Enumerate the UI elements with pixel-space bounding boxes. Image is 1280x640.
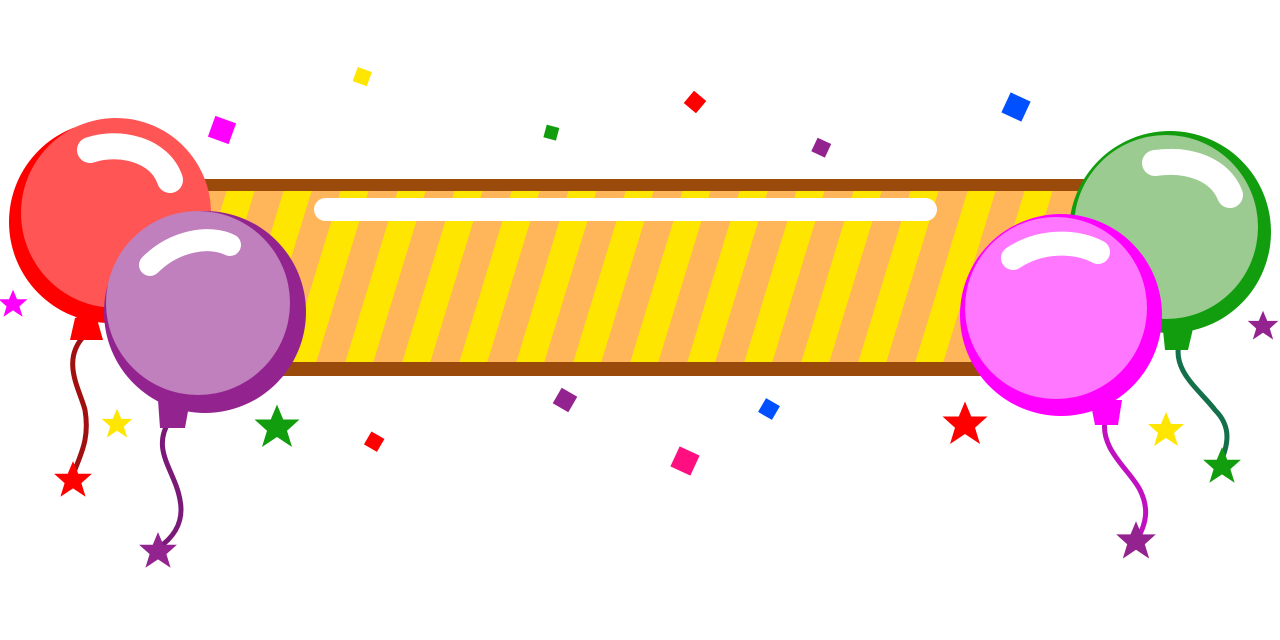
confetti-piece — [543, 124, 560, 141]
star-icon — [254, 404, 300, 447]
star-icon — [0, 289, 28, 317]
balloon-strings — [70, 332, 1230, 551]
stars — [0, 289, 1279, 568]
purple-balloon-string — [155, 417, 184, 551]
confetti-piece — [352, 67, 372, 87]
star-icon — [1148, 412, 1184, 446]
purple-balloon — [104, 211, 306, 428]
pink-balloon — [960, 214, 1162, 425]
confetti-piece — [683, 90, 707, 114]
star-icon — [942, 401, 988, 444]
confetti-piece — [811, 137, 832, 158]
banner-highlight — [314, 198, 937, 221]
green-balloon-string — [1175, 337, 1230, 468]
confetti-piece — [670, 446, 700, 476]
confetti-piece — [552, 387, 578, 413]
confetti — [207, 67, 1031, 476]
banner — [190, 179, 1090, 376]
confetti-piece — [1001, 92, 1031, 122]
star-icon — [1203, 447, 1241, 483]
red-balloon-string — [70, 332, 89, 478]
confetti-piece — [207, 115, 237, 145]
star-icon — [1247, 310, 1279, 340]
confetti-piece — [363, 431, 385, 452]
star-icon — [1116, 521, 1156, 559]
star-icon — [101, 408, 133, 438]
pink-balloon-string — [1101, 417, 1149, 541]
star-icon — [139, 532, 177, 568]
star-icon — [54, 461, 92, 497]
confetti-piece — [758, 398, 780, 420]
